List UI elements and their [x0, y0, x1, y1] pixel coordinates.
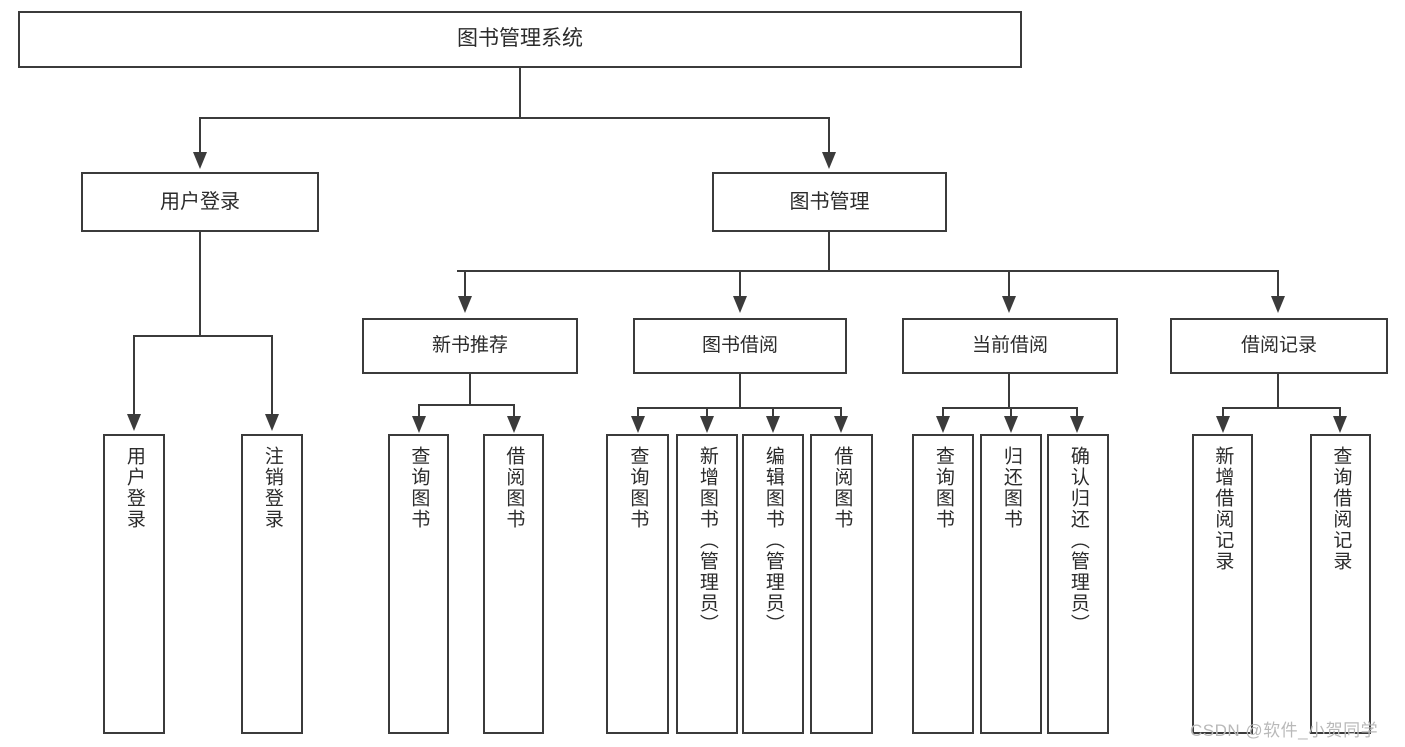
connector-user-login-bus	[133, 335, 272, 337]
connector-root-stem	[519, 68, 521, 117]
arrowhead-root-to-user-login	[193, 152, 207, 169]
connector-book-borrow-to-leaf-2	[706, 407, 708, 419]
connector-new-book-stem	[469, 374, 471, 405]
connector-new-book-to-leaf-1	[418, 404, 420, 419]
connector-borrow-record-to-leaf-2	[1339, 407, 1341, 419]
connector-book-borrow-to-leaf-4	[840, 407, 842, 419]
leaf-label: 用户登录	[123, 446, 145, 530]
connector-book-borrow-stem	[739, 374, 741, 408]
connector-bm-to-new-book	[464, 270, 466, 298]
leaf-edit-book-admin[interactable]: 编辑图书（管理员）	[742, 434, 804, 734]
node-label: 用户登录	[160, 190, 240, 213]
leaf-label: 查询借阅记录	[1330, 446, 1352, 572]
connector-book-borrow-to-leaf-3	[772, 407, 774, 419]
leaf-label: 借阅图书	[503, 446, 525, 530]
arrowhead-borrow-record-to-leaf-2	[1333, 416, 1347, 433]
node-label: 新书推荐	[431, 335, 508, 357]
leaf-label: 新增图书（管理员）	[696, 446, 718, 635]
leaf-label: 新增借阅记录	[1212, 446, 1234, 572]
arrowhead-book-borrow-to-leaf-4	[834, 416, 848, 433]
node-book-management[interactable]: 图书管理	[712, 172, 947, 232]
arrowhead-bm-to-new-book	[458, 296, 472, 313]
node-root-book-management-system[interactable]: 图书管理系统	[18, 11, 1022, 68]
leaf-label: 查询图书	[408, 446, 430, 530]
connector-current-borrow-to-leaf-1	[942, 407, 944, 419]
connector-book-management-stem	[828, 232, 830, 272]
connector-user-login-to-leaf-1	[133, 335, 135, 417]
connector-borrow-record-to-leaf-1	[1222, 407, 1224, 419]
connector-new-book-to-leaf-2	[513, 404, 515, 419]
leaf-query-borrow-record[interactable]: 查询借阅记录	[1310, 434, 1371, 734]
arrowhead-root-to-book-management	[822, 152, 836, 169]
arrowhead-bm-to-book-borrow	[733, 296, 747, 313]
connector-book-management-bus	[457, 270, 1279, 272]
leaf-borrow-book-recommend[interactable]: 借阅图书	[483, 434, 544, 734]
leaf-label: 归还图书	[1000, 446, 1022, 530]
node-label: 图书借阅	[701, 335, 778, 357]
leaf-query-book-borrow[interactable]: 查询图书	[606, 434, 669, 734]
leaf-label: 查询图书	[932, 446, 954, 530]
arrowhead-current-borrow-to-leaf-1	[936, 416, 950, 433]
connector-root-to-user-login	[199, 117, 201, 155]
connector-bm-to-borrow-record	[1277, 270, 1279, 298]
node-label: 图书管理	[789, 190, 870, 213]
connector-current-borrow-stem	[1008, 374, 1010, 408]
arrowhead-book-borrow-to-leaf-3	[766, 416, 780, 433]
connector-book-borrow-to-leaf-1	[637, 407, 639, 419]
leaf-query-book-recommend[interactable]: 查询图书	[388, 434, 449, 734]
arrowhead-borrow-record-to-leaf-1	[1216, 416, 1230, 433]
arrowhead-new-book-to-leaf-2	[507, 416, 521, 433]
connector-bm-to-current-borrow	[1008, 270, 1010, 298]
node-label: 图书管理系统	[457, 27, 583, 51]
leaf-label: 确认归还（管理员）	[1067, 446, 1089, 635]
node-user-login[interactable]: 用户登录	[81, 172, 319, 232]
connector-current-borrow-to-leaf-3	[1076, 407, 1078, 419]
arrowhead-current-borrow-to-leaf-3	[1070, 416, 1084, 433]
arrowhead-book-borrow-to-leaf-1	[631, 416, 645, 433]
leaf-user-login[interactable]: 用户登录	[103, 434, 165, 734]
arrowhead-book-borrow-to-leaf-2	[700, 416, 714, 433]
arrowhead-new-book-to-leaf-1	[412, 416, 426, 433]
connector-user-login-stem	[199, 232, 201, 336]
node-label: 借阅记录	[1240, 335, 1317, 357]
arrowhead-current-borrow-to-leaf-2	[1004, 416, 1018, 433]
arrowhead-bm-to-borrow-record	[1271, 296, 1285, 313]
leaf-borrow-book[interactable]: 借阅图书	[810, 434, 873, 734]
arrowhead-user-login-to-leaf-2	[265, 414, 279, 431]
connector-borrow-record-stem	[1277, 374, 1279, 408]
connector-root-to-book-management	[828, 117, 830, 155]
leaf-return-book[interactable]: 归还图书	[980, 434, 1042, 734]
connector-current-borrow-to-leaf-2	[1010, 407, 1012, 419]
connector-root-bus	[199, 117, 830, 119]
leaf-confirm-return-admin[interactable]: 确认归还（管理员）	[1047, 434, 1109, 734]
arrowhead-user-login-to-leaf-1	[127, 414, 141, 431]
node-book-borrow[interactable]: 图书借阅	[633, 318, 847, 374]
leaf-query-book-current[interactable]: 查询图书	[912, 434, 974, 734]
leaf-label: 查询图书	[627, 446, 649, 530]
csdn-watermark: CSDN @软件_小贺同学	[1190, 716, 1378, 741]
leaf-label: 注销登录	[261, 446, 283, 530]
connector-user-login-to-leaf-2	[271, 335, 273, 417]
connector-bm-to-book-borrow	[739, 270, 741, 298]
watermark-text: CSDN @软件_小贺同学	[1190, 721, 1379, 740]
node-label: 当前借阅	[971, 335, 1048, 357]
leaf-add-book-admin[interactable]: 新增图书（管理员）	[676, 434, 738, 734]
connector-new-book-bus	[418, 404, 515, 406]
connector-book-borrow-bus	[637, 407, 842, 409]
arrowhead-bm-to-current-borrow	[1002, 296, 1016, 313]
leaf-label: 借阅图书	[831, 446, 853, 530]
leaf-label: 编辑图书（管理员）	[762, 446, 784, 635]
leaf-add-borrow-record[interactable]: 新增借阅记录	[1192, 434, 1253, 734]
connector-borrow-record-bus	[1222, 407, 1341, 409]
node-borrow-record[interactable]: 借阅记录	[1170, 318, 1388, 374]
node-current-borrow[interactable]: 当前借阅	[902, 318, 1118, 374]
node-new-book-recommend[interactable]: 新书推荐	[362, 318, 578, 374]
leaf-logout[interactable]: 注销登录	[241, 434, 303, 734]
